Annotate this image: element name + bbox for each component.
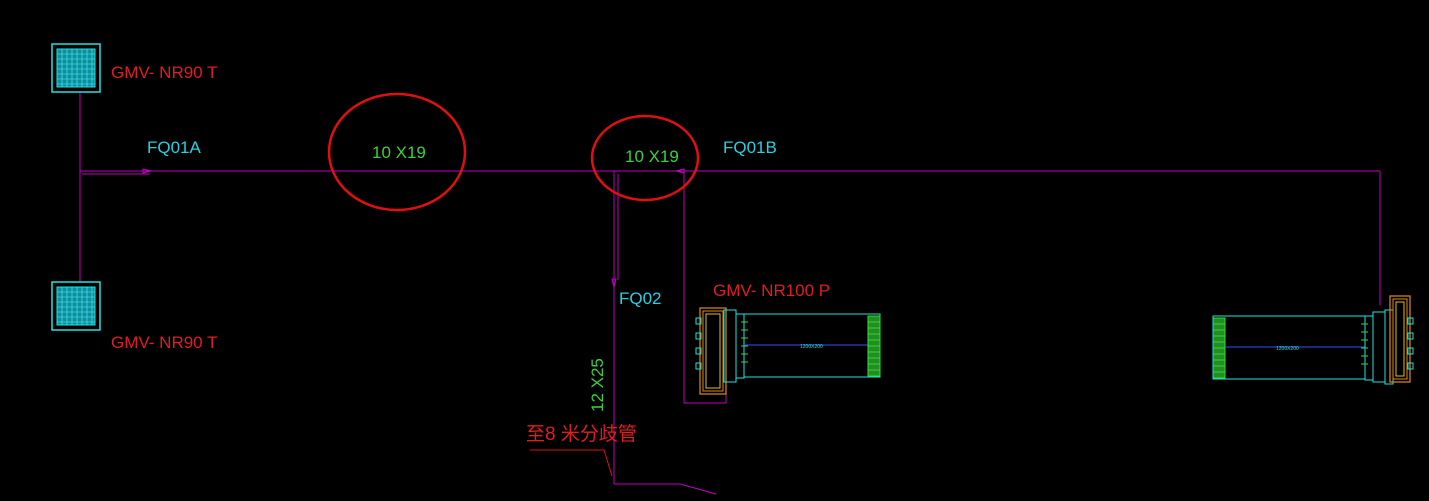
arrow-fq01a — [142, 168, 152, 174]
unit-label-top-left: GMV- NR90 T — [111, 63, 217, 82]
duct-unit-center[interactable]: GMV- NR100 P — [695, 281, 881, 395]
cassette-indoor-unit-icon — [56, 286, 96, 326]
unit-label-bottom-left: GMV- NR90 T — [111, 333, 217, 352]
flow-arrows — [142, 168, 685, 288]
annotation-circle-right — [590, 114, 700, 202]
duct-unit-right[interactable]: 1200X200 — [1212, 295, 1414, 385]
arrow-fq02 — [611, 278, 617, 288]
pipe-size-main-right: 10 X19 — [625, 147, 679, 166]
arrow-fq01b — [675, 168, 685, 174]
note-leader-line — [530, 449, 613, 477]
duct-indoor-unit-icon: 1200X200 — [695, 307, 881, 395]
duct-indoor-unit-icon: 1200X200 — [1212, 295, 1414, 385]
cassette-indoor-unit-icon — [56, 48, 96, 88]
pipe-label-fq01b: FQ01B — [723, 138, 777, 157]
annotation-circle-left — [327, 92, 467, 212]
pipe-riser-tail — [614, 483, 717, 495]
unit-label-duct-center: GMV- NR100 P — [713, 281, 830, 300]
pipe-loop-to-duct-unit — [670, 170, 727, 404]
pipe-label-fq02: FQ02 — [619, 289, 662, 308]
pipe-size-riser: 12 X25 — [588, 358, 607, 412]
pipe-label-fq01a: FQ01A — [147, 138, 202, 157]
note-to-branch: 至8 米分歧管 — [526, 423, 637, 445]
pipe-network — [79, 92, 1381, 495]
duct-size-center: 1200X200 — [800, 344, 823, 350]
cassette-unit-bottom[interactable]: GMV- NR90 T — [51, 281, 217, 352]
cassette-unit-top[interactable]: GMV- NR90 T — [51, 43, 217, 93]
pipe-size-main-left: 10 X19 — [372, 143, 426, 162]
duct-size-right: 1200X200 — [1276, 346, 1299, 352]
